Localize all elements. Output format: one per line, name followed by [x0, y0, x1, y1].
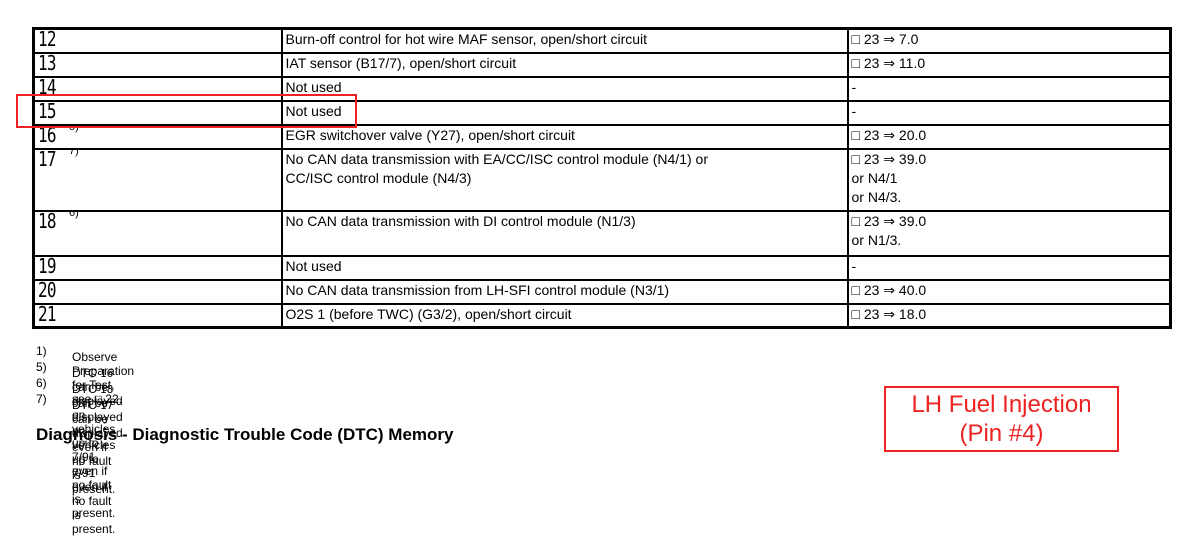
footnote-number: 7) — [36, 392, 47, 406]
table-row: 20 No CAN data transmission from LH-SFI … — [32, 278, 1172, 305]
dtc-code: 20 — [38, 279, 56, 302]
table-row: 19 Not used - — [32, 254, 1172, 281]
dtc-code-cell: 19 — [32, 254, 283, 281]
dtc-description: EGR switchover valve (Y27), open/short c… — [280, 123, 849, 150]
dtc-code: 15 — [38, 100, 56, 123]
dtc-code-cell: 21 — [32, 302, 283, 329]
table-row: 16 5) EGR switchover valve (Y27), open/sh… — [32, 123, 1172, 150]
stamp-line-1: LH Fuel Injection — [911, 391, 1092, 418]
table-row: 15 Not used - — [32, 99, 1172, 126]
dtc-description: Not used — [280, 75, 849, 102]
table-row: 13 IAT sensor (B17/7), open/short circui… — [32, 51, 1172, 78]
dtc-code: 13 — [38, 52, 56, 75]
dtc-code: 21 — [38, 303, 56, 326]
footnote-number: 6) — [36, 376, 47, 390]
dtc-code: 19 — [38, 255, 56, 278]
page-title: Diagnosis - Diagnostic Trouble Code (DTC… — [36, 425, 454, 444]
footnote-text: DTC 17 can be displayed even if no fault… — [72, 398, 123, 496]
annotation-stamp: LH Fuel Injection (Pin #4) — [884, 386, 1119, 452]
dtc-reference: □ 23 ⇒ 20.0 — [846, 123, 1172, 150]
dtc-description: O2S 1 (before TWC) (G3/2), open/short ci… — [280, 302, 849, 329]
dtc-code: 14 — [38, 76, 56, 99]
highlight-annotation-box — [16, 94, 357, 128]
dtc-reference: - — [846, 75, 1172, 102]
dtc-description: Not used — [280, 254, 849, 281]
dtc-description: No CAN data transmission from LH-SFI con… — [280, 278, 849, 305]
table-row: 17 7) No CAN data transmission with EA/CC… — [32, 147, 1172, 212]
dtc-reference: - — [846, 254, 1172, 281]
dtc-code-cell: 14 — [32, 75, 283, 102]
dtc-code: 12 — [38, 28, 56, 51]
dtc-code-cell: 17 7) — [32, 147, 283, 212]
dtc-code-cell: 12 — [32, 27, 283, 54]
dtc-code-cell: 15 — [32, 99, 283, 126]
dtc-description: IAT sensor (B17/7), open/short circuit — [280, 51, 849, 78]
dtc-description: No CAN data transmission with DI control… — [280, 209, 849, 257]
dtc-reference: - — [846, 99, 1172, 126]
dtc-description: No CAN data transmission with EA/CC/ISC … — [280, 147, 849, 212]
dtc-code-cell: 13 — [32, 51, 283, 78]
dtc-reference: □ 23 ⇒ 11.0 — [846, 51, 1172, 78]
dtc-code: 18 — [38, 210, 56, 233]
dtc-code-cell: 16 5) — [32, 123, 283, 150]
dtc-reference: □ 23 ⇒ 39.0 or N4/1 or N4/3. — [846, 147, 1172, 212]
footnote-number: 5) — [36, 360, 47, 374]
dtc-reference: □ 23 ⇒ 7.0 — [846, 27, 1172, 54]
footnote-number: 1) — [36, 344, 47, 358]
footnote-ref: 7) — [69, 148, 79, 157]
dtc-code: 16 — [38, 124, 56, 147]
dtc-reference: □ 23 ⇒ 18.0 — [846, 302, 1172, 329]
dtc-description: Not used — [280, 99, 849, 126]
footnote-ref: 6) — [69, 210, 79, 219]
dtc-description: Burn-off control for hot wire MAF sensor… — [280, 27, 849, 54]
dtc-code-cell: 18 6) — [32, 209, 283, 257]
stamp-line-2: (Pin #4) — [959, 420, 1044, 447]
footnote-text: Observe Preparation for Test, see □ 22. — [72, 350, 135, 406]
table-row: 21 O2S 1 (before TWC) (G3/2), open/short… — [32, 302, 1172, 329]
table-row: 14 Not used - — [32, 75, 1172, 102]
dtc-reference: □ 23 ⇒ 39.0 or N1/3. — [846, 209, 1172, 257]
dtc-reference: □ 23 ⇒ 40.0 — [846, 278, 1172, 305]
table-row: 18 6) No CAN data transmission with DI co… — [32, 209, 1172, 257]
table-row: 12 Burn-off control for hot wire MAF sen… — [32, 27, 1172, 54]
dtc-code-cell: 20 — [32, 278, 283, 305]
footnote-ref: 5) — [69, 124, 79, 133]
dtc-code: 17 — [38, 148, 56, 171]
dtc-table: 12 Burn-off control for hot wire MAF sen… — [32, 27, 1172, 329]
